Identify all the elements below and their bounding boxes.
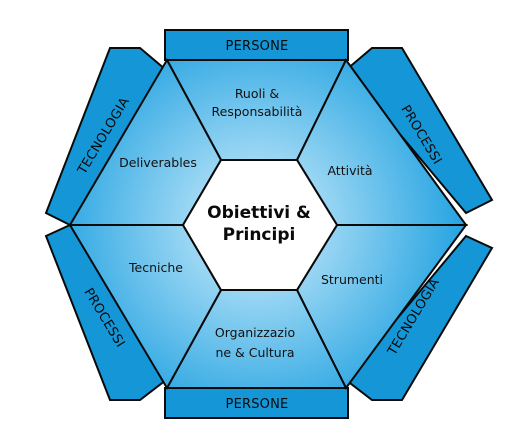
center-hexagon [181,159,339,291]
segment-lower-right-label: Strumenti [321,272,383,287]
segment-bottom-label-line2: ne & Cultura [215,345,294,360]
band-bottom-label: PERSONE [226,397,289,412]
band-top [164,29,349,61]
segment-top-label-line1: Ruoli & [235,86,280,101]
segment-bottom-label-line1: Organizzazio [215,325,295,340]
segment-top-label-line2: Responsabilità [212,104,303,119]
segment-upper-right-label: Attività [327,163,372,178]
band-top-label: PERSONE [226,39,289,54]
center-title-line1: Obiettivi & [207,203,311,223]
segment-upper-left-label: Deliverables [119,155,197,170]
band-lower-left [44,223,168,401]
center-title-line2: Principi [223,225,296,245]
segment-lower-left-label: Tecniche [128,260,183,275]
